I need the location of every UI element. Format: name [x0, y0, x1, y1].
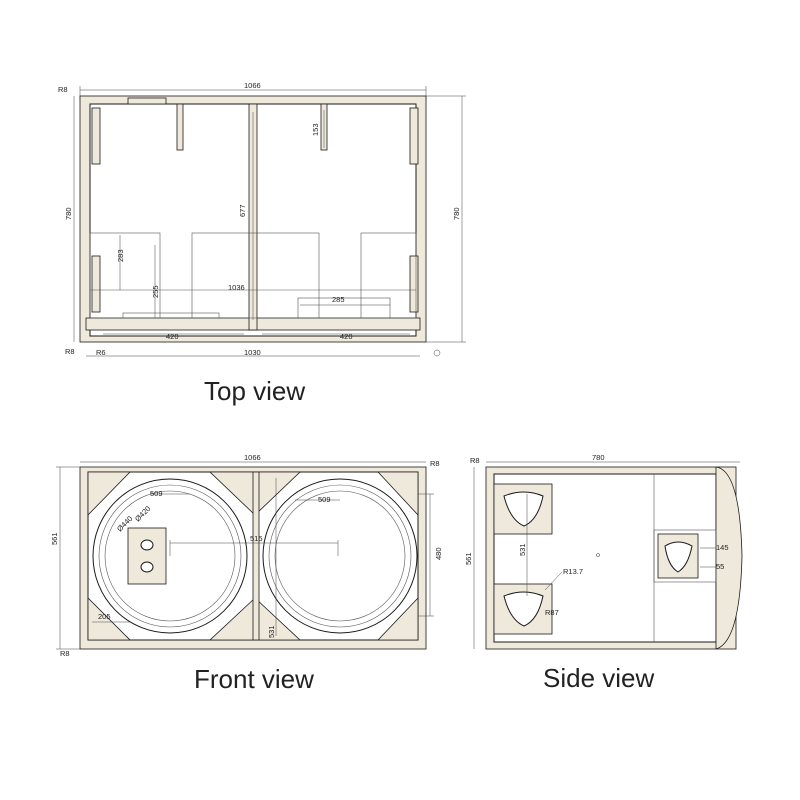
front-view-drawing: 1066 R8 509 509 Ø420 Ø440 515	[50, 453, 443, 658]
top-radius-bl: R8	[65, 347, 75, 356]
top-brace-153: 153	[311, 123, 320, 136]
top-port-285: 285	[332, 295, 345, 304]
top-r6: R6	[96, 348, 106, 357]
top-depth-right: 780	[452, 207, 461, 220]
front-woofer-left-509: 509	[150, 489, 163, 498]
front-height-531: 531	[267, 625, 276, 638]
top-brace-255: 255	[151, 285, 160, 298]
top-port-right-420: 420	[340, 332, 353, 341]
top-view-caption: Top view	[204, 376, 306, 406]
front-woofer-right-509: 509	[318, 495, 331, 504]
top-inner-1036: 1036	[228, 283, 245, 292]
side-view-drawing: 780 R8 531 R13.7 R87 145 55 561	[464, 453, 743, 650]
top-depth-left: 780	[64, 207, 73, 220]
front-radius-tr: R8	[430, 459, 440, 468]
side-radius-tl: R8	[470, 456, 480, 465]
top-inner-width: 1030	[244, 348, 261, 357]
top-brace-283: 283	[116, 249, 125, 262]
top-view-drawing: 1066 R8 677 153 283 255 1036	[58, 81, 466, 357]
top-divider-label: 677	[238, 204, 247, 217]
front-radius-bl: R8	[60, 649, 70, 658]
front-offset-205: 205	[98, 612, 111, 621]
side-r13: R13.7	[563, 567, 583, 576]
side-handle-531: 531	[518, 543, 527, 556]
side-dim-55: 55	[716, 562, 724, 571]
top-width-label: 1066	[244, 81, 261, 90]
side-dim-145: 145	[716, 543, 729, 552]
side-view-caption: Side view	[543, 663, 655, 693]
side-depth-label: 780	[592, 453, 605, 462]
top-port-left-420: 420	[166, 332, 179, 341]
front-spacing-515: 515	[250, 534, 263, 543]
front-width-label: 1066	[244, 453, 261, 462]
side-height-left: 561	[464, 552, 473, 565]
front-height-480: 480	[434, 547, 443, 560]
front-height-left: 561	[50, 532, 59, 545]
front-view-caption: Front view	[194, 664, 314, 694]
side-r87: R87	[545, 608, 559, 617]
top-radius-tl: R8	[58, 85, 68, 94]
